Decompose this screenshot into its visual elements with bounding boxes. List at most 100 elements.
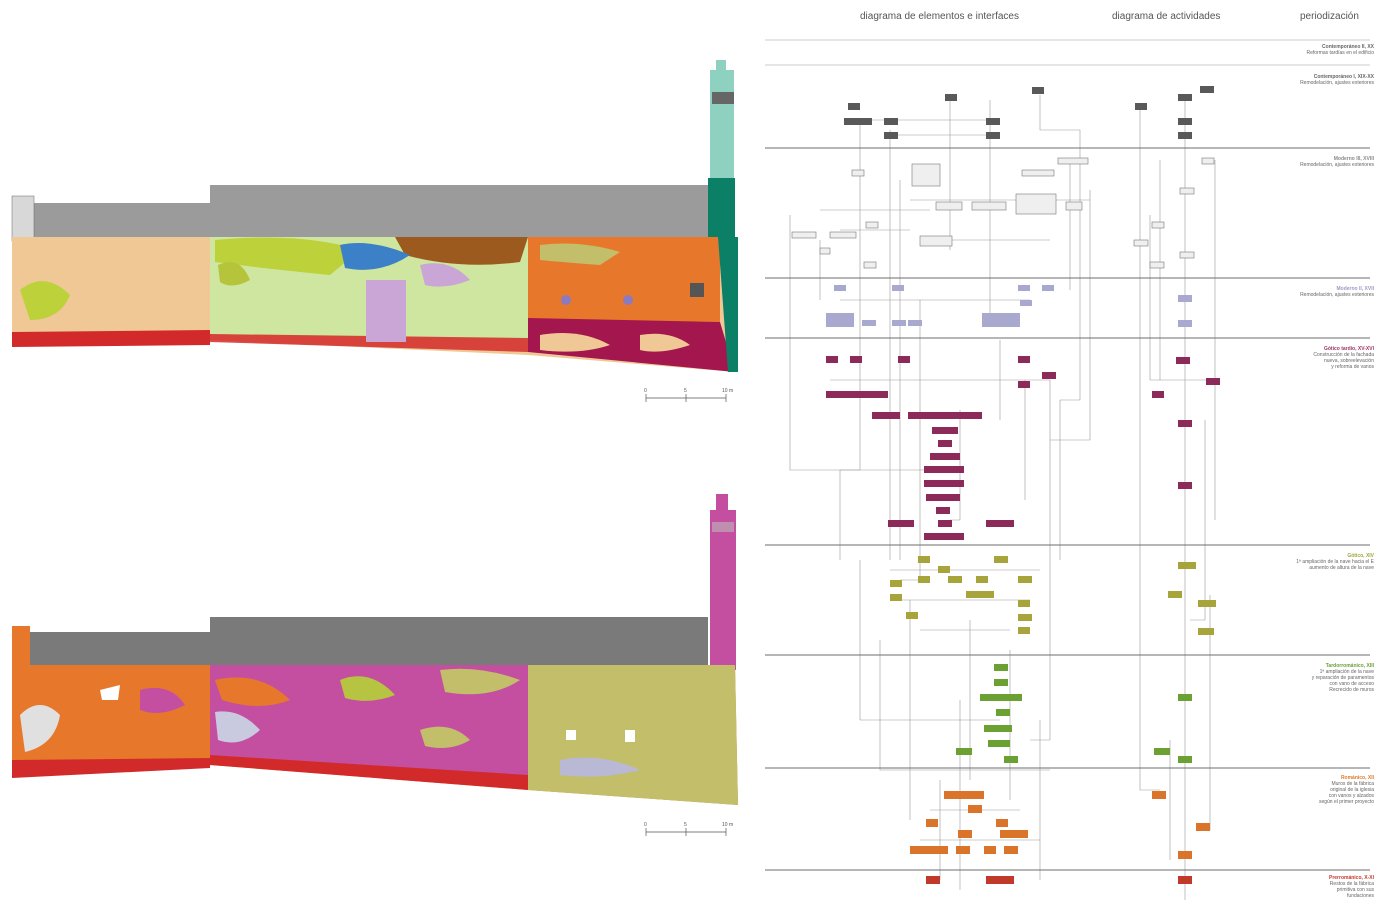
matrix-unit-node — [1018, 285, 1030, 291]
matrix-unit-node — [919, 235, 953, 247]
matrix-unit-node — [926, 876, 940, 884]
period-separators — [765, 147, 1370, 871]
matrix-unit-node — [1152, 791, 1166, 799]
elevation-drawings: 0 5 10 m — [11, 60, 738, 836]
period-description-line: según el primer proyecto — [1318, 799, 1374, 805]
matrix-unit-node — [834, 285, 846, 291]
header-periods: periodización — [1300, 11, 1359, 22]
period-description-line: 1ª ampliación de la nave — [1319, 669, 1374, 675]
period-description-line: Remodelación, ajustes exteriores — [1300, 162, 1374, 168]
matrix-unit-node — [918, 556, 930, 563]
matrix-unit-node — [1201, 157, 1215, 165]
matrix-unit-node — [884, 118, 898, 125]
period-title: Contemporáneo II, XX — [1322, 44, 1374, 50]
matrix-unit-node — [1200, 86, 1214, 93]
matrix-unit-node — [926, 494, 960, 501]
matrix-unit-node — [1179, 251, 1195, 259]
matrix-unit-node — [976, 576, 988, 583]
matrix-unit-node — [872, 412, 900, 419]
matrix-unit-node — [926, 819, 938, 827]
matrix-unit-node — [1176, 357, 1190, 364]
matrix-unit-node — [1196, 823, 1210, 831]
matrix-unit-node — [956, 748, 972, 755]
matrix-unit-node — [863, 261, 877, 269]
period-description-line: Construcción de la fachada — [1313, 352, 1374, 358]
matrix-unit-node — [1178, 694, 1192, 701]
matrix-unit-node — [850, 356, 862, 363]
matrix-unit-node — [890, 594, 902, 601]
matrix-unit-node — [966, 591, 994, 598]
matrix-nodes — [791, 86, 1220, 884]
matrix-unit-node — [1057, 157, 1089, 165]
scale-end-label: 10 m — [722, 388, 733, 394]
roof-band-middle-2 — [210, 617, 528, 665]
matrix-unit-node — [956, 846, 970, 854]
matrix-unit-node — [1042, 285, 1054, 291]
matrix-unit-node — [918, 576, 930, 583]
period-description-line: con vanos y alzados — [1328, 793, 1374, 799]
matrix-unit-node — [1032, 87, 1044, 94]
matrix-unit-node — [938, 440, 952, 447]
matrix-unit-node — [1178, 756, 1192, 763]
matrix-unit-node — [1178, 851, 1192, 859]
matrix-unit-node — [826, 356, 838, 363]
period-description-line: Remodelación, ajustes exteriores — [1300, 80, 1374, 86]
period-description-line: 1ª ampliación de la nave hacia el E — [1296, 559, 1374, 565]
matrix-unit-node — [865, 221, 879, 229]
matrix-unit-node — [948, 576, 962, 583]
matrix-unit-node — [908, 412, 982, 419]
matrix-unit-node — [848, 103, 860, 110]
matrix-unit-node — [1178, 118, 1192, 125]
matrix-unit-node — [1018, 614, 1032, 621]
matrix-unit-node — [1135, 103, 1147, 110]
tower-top-light — [710, 70, 734, 180]
matrix-unit-node — [994, 679, 1008, 686]
matrix-unit-node — [986, 520, 1014, 527]
matrix-unit-node — [1178, 876, 1192, 884]
matrix-unit-node — [1154, 748, 1170, 755]
matrix-unit-node — [938, 566, 950, 573]
period-description-line: primitiva con sus — [1336, 887, 1374, 893]
matrix-unit-node — [1151, 221, 1165, 229]
matrix-unit-node — [984, 725, 1012, 732]
period-title: Románico, XII — [1340, 775, 1374, 781]
period-description-line: Recrecido de muros — [1329, 687, 1374, 693]
matrix-unit-node — [935, 201, 963, 211]
period-description-line: Reformas tardías en el edificio — [1306, 50, 1374, 56]
matrix-unit-node — [890, 580, 902, 587]
matrix-unit-node — [892, 320, 906, 326]
matrix-unit-node — [1168, 591, 1182, 598]
matrix-unit-node — [1004, 846, 1018, 854]
matrix-unit-node — [1198, 628, 1214, 635]
period-description-line: y reparación de paramentos — [1311, 675, 1374, 681]
matrix-unit-node — [1021, 169, 1055, 177]
matrix-unit-node — [1198, 600, 1216, 607]
scale-zero-label: 0 — [644, 388, 647, 394]
period-description-line: nueva, sobreelevación — [1323, 358, 1374, 364]
matrix-unit-node — [924, 466, 964, 473]
period-title: Prerrománico, X-XI — [1328, 875, 1374, 881]
matrix-unit-node — [910, 846, 948, 854]
scale-bar-bottom: 0 5 10 m — [644, 822, 733, 836]
period-description-line: original de la iglesia — [1330, 787, 1374, 793]
matrix-unit-node — [826, 391, 888, 398]
matrix-unit-node — [982, 313, 1020, 327]
matrix-unit-node — [1018, 576, 1032, 583]
period-description-line: Muros de la fábrica — [1331, 781, 1374, 787]
elevation-top: 0 5 10 m — [11, 60, 738, 402]
matrix-unit-node — [906, 612, 918, 619]
matrix-unit-node — [908, 320, 922, 326]
matrix-unit-node — [1149, 261, 1165, 269]
matrix-unit-node — [844, 118, 872, 125]
tower-top-dark — [708, 178, 735, 238]
matrix-unit-node — [892, 285, 904, 291]
scale-bar-top: 0 5 10 m — [644, 388, 733, 402]
matrix-unit-node — [1000, 830, 1028, 838]
scale-mid-label: 5 — [684, 388, 687, 394]
